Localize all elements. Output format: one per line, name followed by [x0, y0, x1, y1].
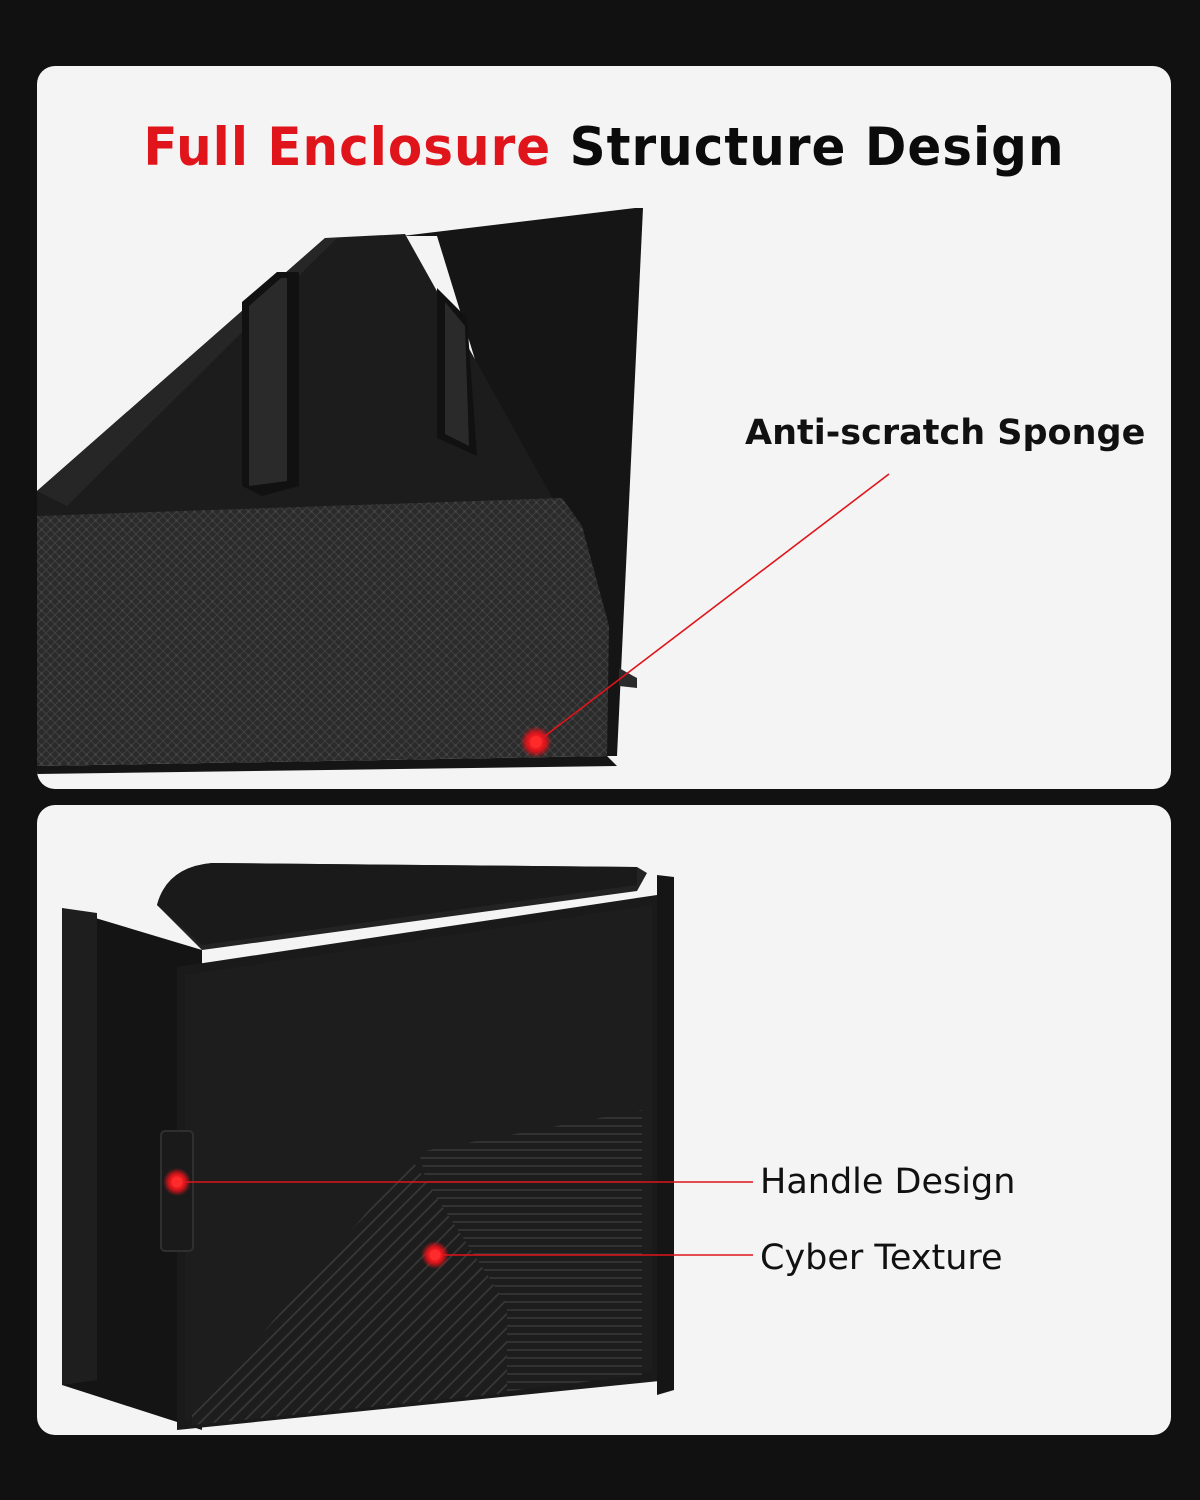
box-product-image — [62, 863, 753, 1430]
top-panel: Full Enclosure Structure Design — [37, 66, 1171, 789]
cyber-texture-label: Cyber Texture — [760, 1238, 1003, 1278]
anti-scratch-sponge-label: Anti-scratch Sponge — [745, 413, 1146, 453]
sponge-texture — [37, 498, 609, 766]
title-rest: Structure Design — [569, 116, 1065, 178]
sponge-callout-line — [536, 473, 890, 743]
page-title: Full Enclosure Structure Design — [37, 117, 1171, 178]
title-highlight: Full Enclosure — [143, 116, 552, 178]
sponge-product-image — [37, 208, 890, 774]
diagonal-texture — [192, 1160, 507, 1425]
handle-design-label: Handle Design — [760, 1162, 1016, 1202]
bottom-panel: Handle Design Cyber Texture — [37, 805, 1171, 1435]
